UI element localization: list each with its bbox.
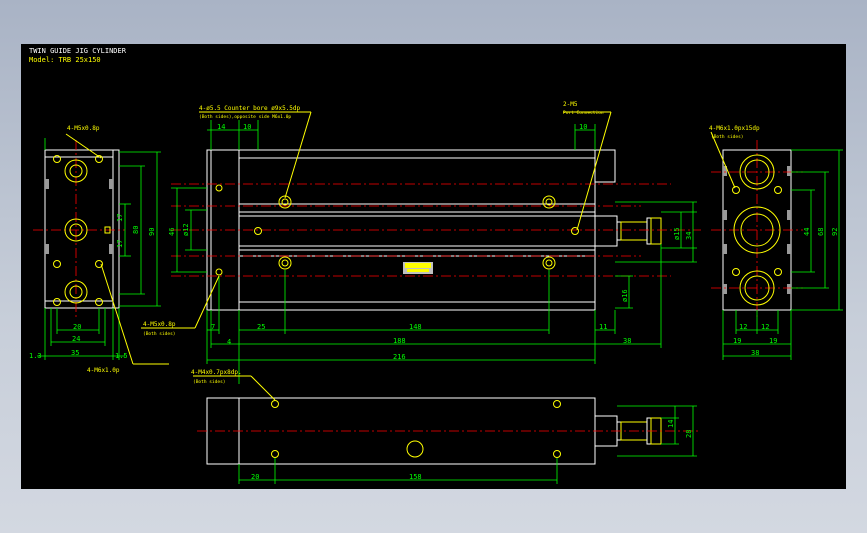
note-bottom-view-sub: (Both sides) xyxy=(193,379,226,385)
dimension-label-l13: 1.3 xyxy=(29,352,42,360)
dimension-label-d216: 216 xyxy=(393,353,406,361)
left-view-dimensions: 4-M5x0.8p 17 17 80 90 20 24 xyxy=(29,125,169,374)
dimension-label-d16: ø16 xyxy=(621,289,629,302)
note-counter-bore-sub: (Both sides),opposite side M6x1.0p xyxy=(199,114,291,120)
dimension-label-d38a: 38 xyxy=(623,337,631,345)
left-end-view xyxy=(33,140,125,320)
dimension-label-l90: 90 xyxy=(148,228,156,236)
dimension-label-d25: 25 xyxy=(257,323,265,331)
dimension-label-l20: 20 xyxy=(73,323,81,331)
dimension-label-l35: 35 xyxy=(71,349,79,357)
dimension-label-r68: 68 xyxy=(817,228,825,236)
dimension-label-d34: 34 xyxy=(685,232,693,240)
dimension-label-r92: 92 xyxy=(831,228,839,236)
dimension-label-b28: 28 xyxy=(685,430,693,438)
dimension-label-r44: 44 xyxy=(803,228,811,236)
bottom-view: 4-M4x0.7px8dp. (Both sides) 14 28 20 158 xyxy=(191,369,701,484)
note-right-top-sub: (Both sides) xyxy=(711,134,744,140)
dimension-label-r12a: 12 xyxy=(739,323,747,331)
note-port: 2-M5 xyxy=(563,101,578,108)
dimension-label-d148: 148 xyxy=(409,323,422,331)
dimension-label-l17a: 17 xyxy=(116,214,124,222)
dimension-label-d12: ø12 xyxy=(182,223,190,236)
dimension-label-r12b: 12 xyxy=(761,323,769,331)
dimension-label-d46: 46 xyxy=(168,228,176,236)
dimension-label-r38: 38 xyxy=(751,349,759,357)
note-right-top: 4-M6x1.0px15dp xyxy=(709,125,760,132)
dimension-label-d15: ø15 xyxy=(673,227,681,240)
main-side-view xyxy=(171,149,701,311)
dimension-label-r19a: 19 xyxy=(733,337,741,345)
dimension-label-l17b: 17 xyxy=(116,240,124,248)
note-counter-bore: 4-ø5.5 Counter bore ø9x5.5dp xyxy=(199,105,301,112)
cad-viewport[interactable]: TWIN GUIDE JIG CYLINDER Model: TRB 25x15… xyxy=(21,44,846,489)
dimension-label-d10b: 10 xyxy=(579,123,587,131)
note-bottom-view: 4-M4x0.7px8dp. xyxy=(191,369,242,376)
right-end-view xyxy=(711,140,803,320)
dimension-label-b158: 158 xyxy=(409,473,422,481)
dimension-label-l24: 24 xyxy=(72,335,80,343)
right-view-dimensions: 4-M6x1.0px15dp (Both sides) 44 68 92 12 … xyxy=(709,125,843,360)
dimension-label-d4: 4 xyxy=(227,338,231,346)
drawing-title: TWIN GUIDE JIG CYLINDER xyxy=(29,47,126,55)
dimension-label-d188: 188 xyxy=(393,337,406,345)
dimension-label-d7: 7 xyxy=(211,323,215,331)
note-left-top: 4-M5x0.8p xyxy=(67,125,100,132)
note-left-mid-sub: (Both sides) xyxy=(143,331,176,337)
note-left-mid: 4-M5x0.8p xyxy=(143,321,176,328)
dimension-label-b20: 20 xyxy=(251,473,259,481)
dimension-label-r19b: 19 xyxy=(769,337,777,345)
note-port-sub: Port Connection xyxy=(563,110,604,116)
dimension-label-d10a: 10 xyxy=(243,123,251,131)
main-view-dimensions: 14 10 10 4-ø5.5 Counter bore ø9x5.5dp (B… xyxy=(141,101,697,384)
dimension-label-l15: 1.5 xyxy=(115,352,128,360)
dimension-label-l80: 80 xyxy=(132,226,140,234)
drawing-canvas: .ol{stroke:#ffffff;stroke-width:1;fill:n… xyxy=(29,101,843,484)
drawing-model: Model: TRB 25x150 xyxy=(29,56,101,64)
dimension-label-d11: 11 xyxy=(599,323,607,331)
dimension-label-d14: 14 xyxy=(217,123,225,131)
dimension-label-b14: 14 xyxy=(667,420,675,428)
note-left-bottom: 4-M6x1.0p xyxy=(87,367,120,374)
